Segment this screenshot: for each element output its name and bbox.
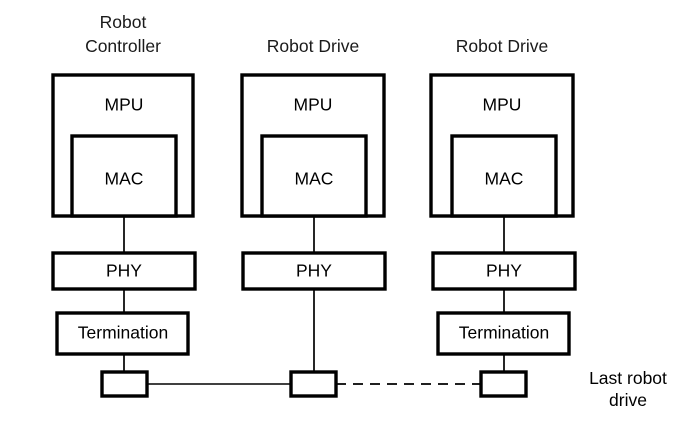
- column-title-line1: Robot: [100, 12, 147, 32]
- column-title-line2: Controller: [85, 36, 161, 56]
- bus-node-robot-drive-2: [479, 370, 528, 398]
- mpu-label: MPU: [105, 95, 144, 115]
- column-title-line1: Robot Drive: [267, 36, 359, 56]
- column-robot-drive-2: Robot Drive MPU MAC PHY Termination: [429, 36, 577, 398]
- column-title-line1: Robot Drive: [456, 36, 548, 56]
- termination-box-robot-drive-2: [436, 311, 571, 356]
- phy-label: PHY: [486, 261, 522, 281]
- phy-box-robot-drive-2: [431, 251, 577, 291]
- mac-label: MAC: [105, 169, 144, 189]
- bus-node-robot-drive-1: [289, 370, 338, 398]
- column-robot-drive-1: Robot Drive MPU MAC PHY: [240, 36, 387, 398]
- phy-label: PHY: [106, 261, 142, 281]
- side-note-line2: drive: [609, 390, 647, 410]
- mpu-label: MPU: [294, 95, 333, 115]
- termination-label: Termination: [78, 323, 168, 343]
- mpu-label: MPU: [483, 95, 522, 115]
- phy-box-robot-drive-1: [241, 251, 387, 291]
- termination-box-robot-controller: [55, 311, 190, 356]
- mac-label: MAC: [485, 169, 524, 189]
- side-note-line1: Last robot: [589, 368, 667, 388]
- column-robot-controller: Robot Controller MPU MAC PHY Termination: [51, 12, 197, 398]
- termination-label: Termination: [459, 323, 549, 343]
- mac-box-robot-drive-2: [450, 134, 558, 218]
- phy-label: PHY: [296, 261, 332, 281]
- mac-label: MAC: [295, 169, 334, 189]
- bus-node-robot-controller: [100, 370, 149, 398]
